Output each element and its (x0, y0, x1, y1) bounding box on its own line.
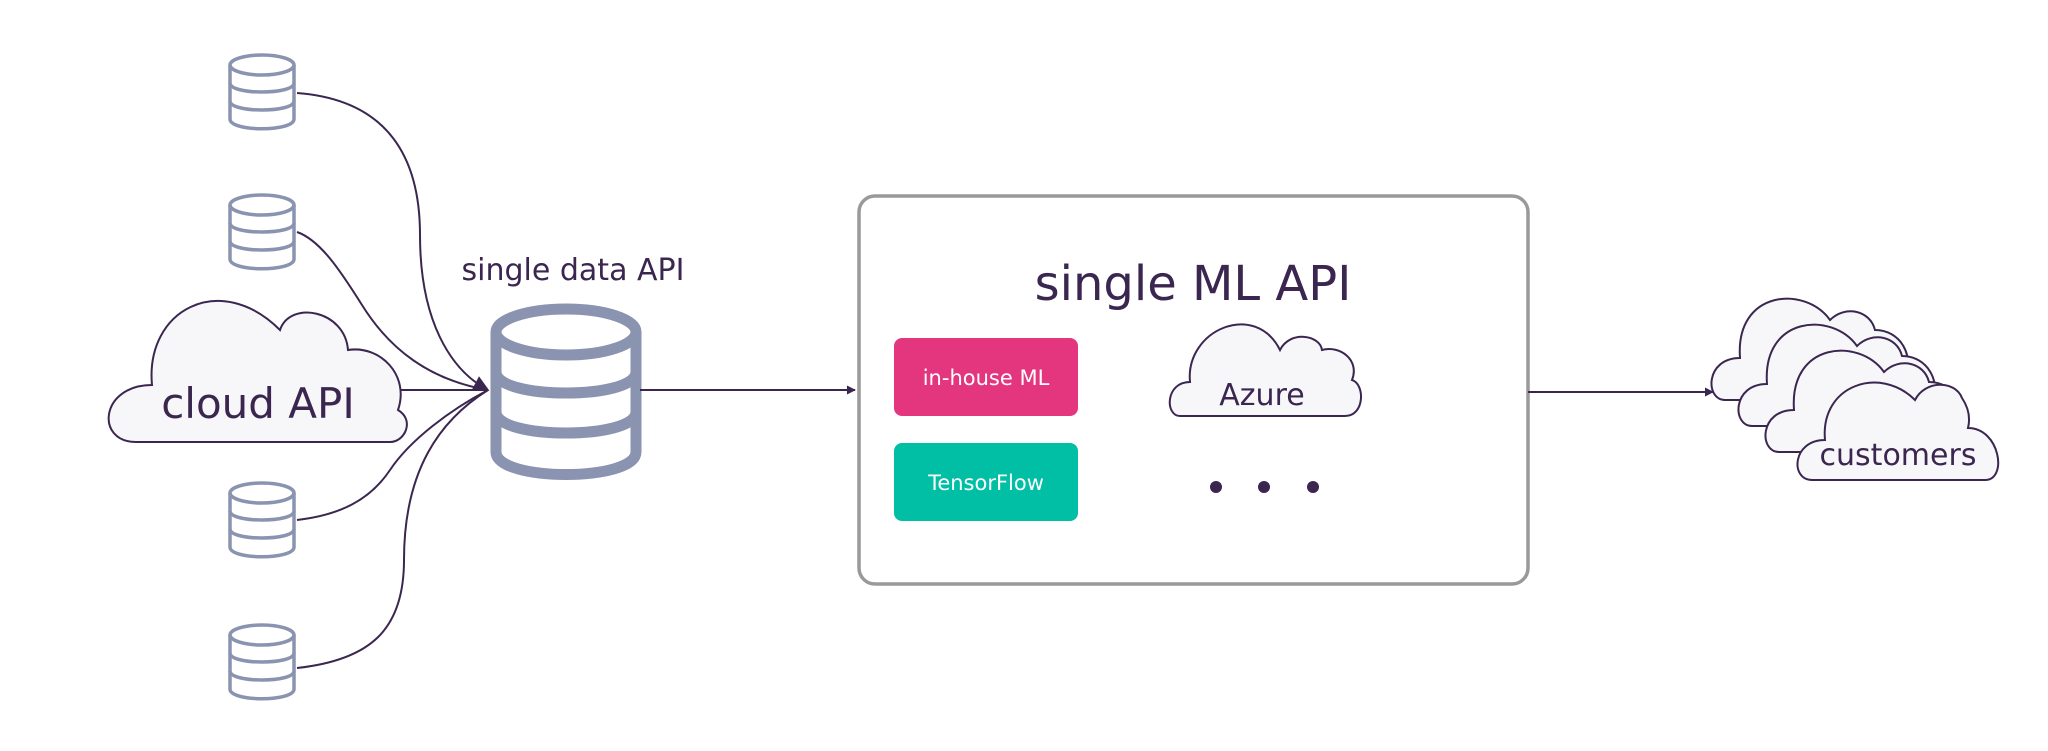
azure-label: Azure (1219, 378, 1304, 413)
connector-db-3 (296, 389, 489, 521)
single-ml-api-title: single ML API (1035, 256, 1352, 312)
in-house-ml-label: in-house ML (923, 366, 1050, 390)
in-house-ml-box (894, 338, 1078, 416)
single-ml-api-panel: single ML API in-house ML TensorFlow Azu… (857, 194, 1530, 586)
connector-db-4 (296, 389, 489, 669)
database-icon (228, 193, 296, 271)
connector-db-1 (296, 92, 490, 391)
single-data-api: single data API (462, 253, 685, 480)
connector-db-2 (296, 231, 489, 391)
provider-in-house-ml: in-house ML (894, 338, 1078, 416)
database-icon (228, 481, 296, 559)
database-icon (228, 53, 296, 131)
tensorflow-box (894, 443, 1078, 521)
cloud-icon (107, 300, 408, 443)
provider-azure: Azure (1168, 323, 1363, 417)
database-icon (490, 303, 642, 480)
customers-label: customers (1820, 438, 1977, 473)
cloud-icon (1168, 323, 1363, 417)
provider-tensorflow: TensorFlow (894, 443, 1078, 521)
single-data-api-label: single data API (462, 253, 685, 288)
tensorflow-label: TensorFlow (927, 471, 1044, 495)
cloud-api-label: cloud API (161, 379, 355, 428)
source-connectors (296, 92, 490, 669)
customers: customers (1710, 297, 2000, 481)
source-databases (228, 53, 296, 701)
ellipsis-icon (1210, 481, 1319, 493)
cloud-api: cloud API (107, 300, 408, 443)
cloud-icon (1796, 381, 2000, 481)
database-icon (228, 623, 296, 701)
